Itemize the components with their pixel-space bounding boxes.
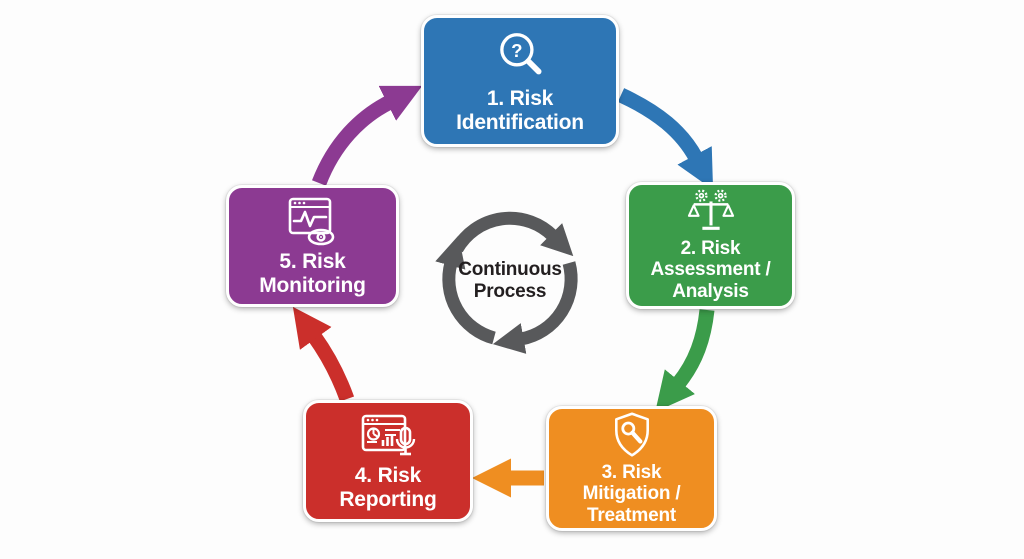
connector-1-to-2-arrow xyxy=(617,88,714,190)
continuous-process-line1: Continuous xyxy=(458,259,562,280)
report-mic-icon xyxy=(361,414,416,456)
step-3-risk-mitigation-box: 3. Risk Mitigation / Treatment xyxy=(546,406,717,531)
step-3-label: 3. Risk Mitigation / Treatment xyxy=(582,462,681,526)
step-1-risk-identification-box: ? 1. Risk Identification xyxy=(421,15,619,147)
continuous-process-label: Continuous Process xyxy=(440,259,580,303)
step-4-label: 4. Risk Reporting xyxy=(339,463,437,511)
shield-wrench-icon xyxy=(614,412,649,457)
scale-gears-icon xyxy=(687,189,734,230)
ring-arc-right xyxy=(492,261,578,354)
step-2-label: 2. Risk Assessment / Analysis xyxy=(650,238,771,302)
magnifier-question-icon: ? xyxy=(500,33,542,75)
monitor-eye-icon xyxy=(288,197,334,246)
connector-5-to-1-arrow xyxy=(312,85,423,186)
connector-4-to-5-arrow xyxy=(292,306,355,402)
step-1-label: 1. Risk Identification xyxy=(456,86,584,134)
continuous-process-line2: Process xyxy=(473,280,547,302)
step-5-label: 5. Risk Monitoring xyxy=(259,249,366,297)
step-4-risk-reporting-box: 4. Risk Reporting xyxy=(303,400,473,522)
connector-2-to-3-arrow xyxy=(655,309,715,412)
continuous-process-rings xyxy=(435,211,578,354)
step-5-risk-monitoring-box: 5. Risk Monitoring xyxy=(226,185,399,307)
step-2-risk-assessment-box: 2. Risk Assessment / Analysis xyxy=(626,182,795,309)
ring-arc-left xyxy=(435,235,496,345)
ring-arc-top xyxy=(451,211,574,257)
svg-text:?: ? xyxy=(511,40,522,61)
